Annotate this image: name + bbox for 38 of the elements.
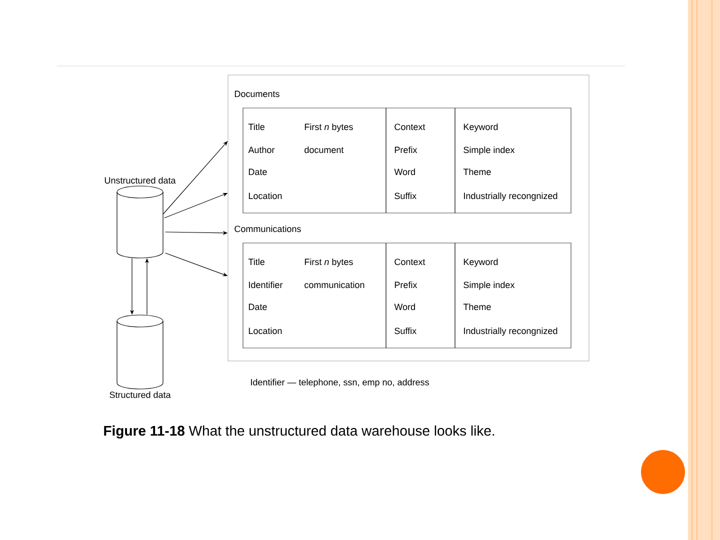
field-name: Author xyxy=(248,146,275,154)
field-name: Prefix xyxy=(394,146,418,154)
field-name: Word xyxy=(394,168,415,176)
field-name: Keyword xyxy=(464,258,498,267)
field-name: communication xyxy=(304,281,364,288)
warehouse-box xyxy=(228,74,590,362)
note: Identifier — telephone, ssn, emp no, address xyxy=(251,378,429,388)
field-name: Date xyxy=(248,304,267,310)
cylinder: Structured data xyxy=(110,314,171,398)
field-name: Prefix xyxy=(394,281,418,288)
field-name: Location xyxy=(248,327,282,334)
field-name: Date xyxy=(248,168,267,176)
node-label: Structured data xyxy=(110,391,171,398)
field-name: Suffix xyxy=(394,327,416,334)
field-name: Title xyxy=(248,123,264,130)
caption: Figure 11-18 What the unstructured data warehouse looks like. xyxy=(104,425,494,439)
field-name: Identifier xyxy=(249,281,283,288)
cylinder: Unstructured data xyxy=(104,176,176,258)
field-name: First n bytes xyxy=(304,258,353,267)
field-name: Keyword xyxy=(464,123,498,132)
field-name: Word xyxy=(394,303,415,310)
arrow xyxy=(162,141,228,214)
field-name: Industrially recongnized xyxy=(464,327,558,336)
table-heading: Documents xyxy=(234,90,280,98)
field-name: Title xyxy=(248,258,264,266)
field-name: Industrially recongnized xyxy=(464,192,558,201)
field-name: Simple index xyxy=(464,281,515,290)
field-name: Suffix xyxy=(394,192,416,200)
field-name: Context xyxy=(394,258,426,266)
table-heading: Communications xyxy=(234,225,301,232)
field-name: Theme xyxy=(463,303,491,310)
node-label: Unstructured data xyxy=(104,176,176,184)
field-name: Theme xyxy=(463,168,491,176)
field-name: document xyxy=(304,146,344,154)
field-name: Location xyxy=(248,192,282,200)
field-name: Simple index xyxy=(464,146,515,155)
field-name: Context xyxy=(394,124,426,130)
field-name: First n bytes xyxy=(304,123,353,132)
